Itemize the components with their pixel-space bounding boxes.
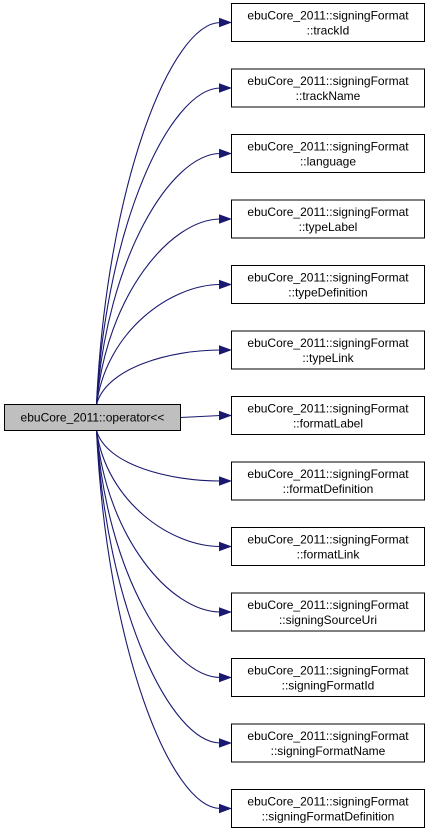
callee-node-box[interactable] [231,527,425,566]
callee-member-label: ::trackName [296,89,361,103]
callee-node[interactable]: ebuCore_2011::signingFormat::formatLabel [231,396,425,435]
arrow-head-icon [219,83,232,93]
callee-node[interactable]: ebuCore_2011::signingFormat::typeLabel [231,199,425,239]
call-edge [95,218,221,405]
callee-node-box[interactable] [231,3,425,42]
callee-class-label: ebuCore_2011::signingFormat [247,271,409,285]
arrow-head-icon [219,279,232,290]
call-edge [95,430,221,613]
callee-class-label: ebuCore_2011::signingFormat [247,729,409,743]
callee-class-label: ebuCore_2011::signingFormat [247,9,409,23]
callee-node[interactable]: ebuCore_2011::signingFormat::signingForm… [231,723,425,763]
callee-node-box[interactable] [231,330,425,370]
callee-class-label: ebuCore_2011::signingFormat [247,205,409,219]
callee-node[interactable]: ebuCore_2011::signingFormat::formatLink [231,527,425,566]
callee-node[interactable]: ebuCore_2011::signingFormat::trackId [231,3,425,42]
callee-member-label: ::formatLabel [293,417,363,431]
callee-node[interactable]: ebuCore_2011::signingFormat::trackName [231,68,425,108]
callee-node-box[interactable] [231,68,425,108]
callee-member-label: ::language [300,155,356,169]
callee-node-box[interactable] [231,789,425,828]
callee-node[interactable]: ebuCore_2011::signingFormat::typeLink [231,330,425,370]
arrow-head-icon [219,476,232,486]
call-edge [95,21,221,405]
callee-node-box[interactable] [231,461,425,501]
call-edge [95,430,221,482]
callee-node[interactable]: ebuCore_2011::signingFormat::signingForm… [231,789,425,828]
callee-node[interactable]: ebuCore_2011::signingFormat::signingForm… [231,658,425,697]
callee-member-label: ::trackId [307,24,350,38]
call-edge [95,283,221,405]
source-node-box[interactable] [4,404,181,431]
callee-class-label: ebuCore_2011::signingFormat [247,533,409,547]
call-edge [95,430,221,810]
callee-class-label: ebuCore_2011::signingFormat [247,598,409,612]
arrow-head-icon [219,410,232,421]
call-edge [95,152,221,405]
arrow-head-icon [219,672,232,683]
call-edge [95,430,221,548]
callee-node[interactable]: ebuCore_2011::signingFormat::language [231,134,425,173]
callee-node-box[interactable] [231,199,425,239]
callee-node[interactable]: ebuCore_2011::signingFormat::signingSour… [231,592,425,632]
arrow-head-icon [219,17,232,28]
callee-member-label: ::signingFormatId [282,679,375,693]
callee-class-label: ebuCore_2011::signingFormat [247,140,409,154]
arrow-head-icon [219,148,232,159]
callee-class-label: ebuCore_2011::signingFormat [247,402,409,416]
callee-member-label: ::typeDefinition [288,286,367,300]
call-edges [95,17,232,814]
callee-node-box[interactable] [231,592,425,632]
callee-class-label: ebuCore_2011::signingFormat [247,664,409,678]
call-edge [95,430,221,744]
arrow-head-icon [219,214,232,224]
call-edge [95,349,221,405]
callee-member-label: ::typeLink [302,351,354,365]
callee-node[interactable]: ebuCore_2011::signingFormat::formatDefin… [231,461,425,501]
callee-node[interactable]: ebuCore_2011::signingFormat::typeDefinit… [231,265,425,304]
graph-nodes: ebuCore_2011::operator<< ebuCore_2011::s… [4,3,425,828]
arrow-head-icon [219,541,232,552]
callee-member-label: ::signingFormatName [271,744,386,758]
callee-node-box[interactable] [231,723,425,763]
callee-node-box[interactable] [231,396,425,435]
callee-member-label: ::formatDefinition [283,482,374,496]
callee-class-label: ebuCore_2011::signingFormat [247,74,409,88]
arrow-head-icon [219,803,232,814]
source-node-label: ebuCore_2011::operator<< [21,411,165,425]
callee-member-label: ::signingSourceUri [279,613,377,627]
callee-member-label: ::formatLink [297,548,361,562]
callee-node-box[interactable] [231,134,425,173]
call-edge [95,87,221,405]
callee-member-label: ::signingFormatDefinition [262,810,395,824]
callee-node-box[interactable] [231,265,425,304]
arrow-head-icon [219,345,232,355]
call-edge [95,430,221,679]
callee-class-label: ebuCore_2011::signingFormat [247,795,409,809]
callee-member-label: ::typeLabel [299,220,358,234]
callee-class-label: ebuCore_2011::signingFormat [247,467,409,481]
callee-class-label: ebuCore_2011::signingFormat [247,336,409,350]
arrow-head-icon [219,607,232,617]
source-node[interactable]: ebuCore_2011::operator<< [4,404,181,431]
callee-node-box[interactable] [231,658,425,697]
arrow-head-icon [219,738,232,748]
call-edge [180,414,221,419]
